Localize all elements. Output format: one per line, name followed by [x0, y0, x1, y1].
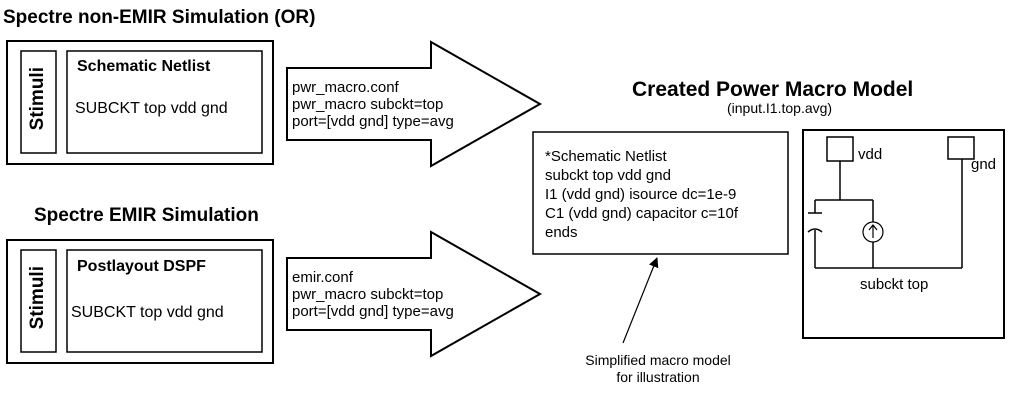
- annotation-text: Simplified macro model for illustration: [558, 352, 758, 386]
- top-netlist-box: [66, 50, 263, 154]
- top-arrow-text: pwr_macro.conf pwr_macro subckt=top port…: [292, 79, 454, 130]
- current-source-symbol: [862, 221, 884, 243]
- bottom-arrow-text: emir.conf pwr_macro subckt=top port=[vdd…: [292, 269, 454, 320]
- bottom-outer-box: [6, 239, 274, 364]
- model-title: Created Power Macro Model: [632, 78, 914, 101]
- bottom-netlist-title: Postlayout DSPF: [77, 258, 206, 275]
- capacitor-symbol: [807, 212, 823, 233]
- bottom-section-title: Spectre EMIR Simulation: [34, 205, 259, 226]
- top-netlist-title: Schematic Netlist: [77, 58, 211, 75]
- model-netlist-line: I1 (vdd gnd) isource dc=1e-9: [545, 186, 737, 203]
- schematic-box: [802, 129, 1005, 339]
- model-netlist-box: [532, 131, 789, 255]
- bottom-netlist-box: [66, 249, 263, 353]
- bottom-stimuli-box: [20, 249, 57, 353]
- annotation-line: Simplified macro model: [585, 352, 731, 368]
- bottom-arrow-line: emir.conf: [292, 269, 353, 286]
- top-netlist-text: SUBCKT top vdd gnd: [75, 100, 228, 117]
- bottom-stimuli-label: Stimuli: [27, 266, 48, 330]
- model-netlist-line: *Schematic Netlist: [545, 148, 667, 165]
- top-arrow-line: port=[vdd gnd] type=avg: [292, 113, 454, 130]
- top-outer-box: [6, 40, 274, 165]
- gnd-label: gnd: [971, 156, 997, 173]
- top-section-title: Spectre non-EMIR Simulation (OR): [3, 7, 316, 28]
- bottom-arrow-line: pwr_macro subckt=top: [292, 286, 444, 303]
- gnd-pin: [947, 136, 975, 160]
- schematic-caption: subckt top: [860, 276, 929, 293]
- top-stimuli-label: Stimuli: [27, 67, 48, 131]
- bottom-arrow: [286, 230, 543, 358]
- vdd-pin: [826, 136, 854, 162]
- top-stimuli-box: [20, 50, 57, 154]
- bottom-netlist-text: SUBCKT top vdd gnd: [71, 304, 224, 321]
- bottom-arrow-line: port=[vdd gnd] type=avg: [292, 303, 454, 320]
- top-arrow-line: pwr_macro.conf: [292, 79, 399, 96]
- model-subtitle: (input.I1.top.avg): [727, 100, 833, 116]
- model-netlist-line: subckt top vdd gnd: [545, 167, 671, 184]
- top-arrow-line: pwr_macro subckt=top: [292, 96, 444, 113]
- model-netlist-line: C1 (vdd gnd) capacitor c=10f: [545, 205, 739, 222]
- schematic-wires: [814, 159, 963, 269]
- model-netlist-text: *Schematic Netlist subckt top vdd gnd I1…: [545, 147, 738, 242]
- annotation-line: for illustration: [616, 369, 700, 385]
- model-netlist-line: ends: [545, 224, 578, 241]
- vdd-label: vdd: [858, 146, 883, 163]
- top-arrow: [286, 40, 543, 168]
- annotation-arrow: [622, 257, 659, 344]
